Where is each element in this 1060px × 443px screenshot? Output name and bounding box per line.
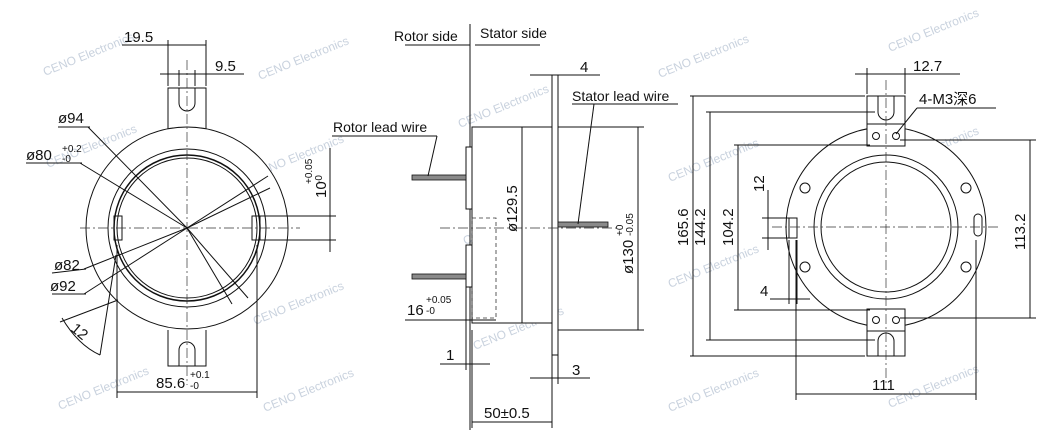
angle-arc xyxy=(61,317,101,356)
top-tab xyxy=(866,95,906,135)
watermark: CENO Electronics xyxy=(886,6,981,55)
watermark: CENO Electronics xyxy=(256,34,351,83)
rotor-lead-wire xyxy=(411,273,467,280)
leader-d80 xyxy=(79,162,188,229)
leader-d92 xyxy=(83,227,188,295)
dim-d82: ø82 xyxy=(54,257,80,274)
underline xyxy=(51,268,87,274)
dim-h10-tol-up: +0.05 xyxy=(304,158,315,184)
dim-holes: 4-M3深6 xyxy=(919,91,977,108)
dim-16-tol-up: +0.05 xyxy=(426,295,452,306)
dim-d80-tol-up: +0.2 xyxy=(62,144,82,155)
dim-length-50: 50±0.5 xyxy=(484,405,530,422)
dim-h12: 12 xyxy=(751,175,768,192)
dim-d80: ø80 xyxy=(26,147,52,164)
dim-t4: 4 xyxy=(580,59,588,76)
watermark: CENO Electronics xyxy=(41,30,136,79)
m3-hole xyxy=(872,316,880,324)
rotor-wire-mount xyxy=(465,146,473,210)
rotor-lead-wire xyxy=(411,174,467,181)
dim-d92: ø92 xyxy=(50,278,76,295)
stator-lead-wire xyxy=(557,221,609,228)
angle-ext xyxy=(59,299,119,323)
dim-d129: ø129.5 xyxy=(504,185,521,232)
dim-d130-tol-up: +0 xyxy=(615,224,626,236)
dim-h1442: 144.2 xyxy=(692,208,709,246)
m3-hole xyxy=(892,132,900,140)
dim-16: 16 xyxy=(407,302,424,319)
dim-h4: 4 xyxy=(760,283,768,300)
dim-16-tol-lo: -0 xyxy=(426,306,435,317)
watermark: CENO Electronics xyxy=(886,362,981,411)
stator-side-label: Stator side xyxy=(480,25,547,41)
mount-hole xyxy=(799,261,811,273)
dim-d130-tol-lo: -0.05 xyxy=(625,213,636,236)
dim-bottom-tol-lo: -0 xyxy=(190,381,199,392)
middle-view: Rotor side Stator side Rotor lead wire S… xyxy=(332,24,678,430)
dim-bottom-tol-up: +0.1 xyxy=(190,370,210,381)
stator-lead-label: Stator lead wire xyxy=(572,88,669,104)
stator-lead-leader xyxy=(577,103,595,225)
side-slot-right xyxy=(973,213,983,237)
dim-slot-width: 9.5 xyxy=(215,58,236,75)
dim-h10: 10 xyxy=(313,181,330,198)
rotor-lead-label: Rotor lead wire xyxy=(333,119,427,135)
m3-hole xyxy=(872,132,880,140)
watermark: CENO Electronics xyxy=(666,366,761,415)
dim-d94: ø94 xyxy=(58,110,84,127)
hole-leader xyxy=(895,107,918,135)
mount-hole xyxy=(960,182,972,194)
rotor-wire-mount xyxy=(465,244,473,288)
slip-ring-body xyxy=(471,126,553,324)
mount-hole xyxy=(799,182,811,194)
dim-d130: ø130 xyxy=(620,240,637,274)
dim-angle-12: 12 xyxy=(67,320,91,344)
dim-bottom-width: 85.6 xyxy=(156,375,185,392)
radial-line xyxy=(186,175,269,229)
m3-hole xyxy=(892,316,900,324)
stator-flange xyxy=(551,74,559,356)
leader-d94 xyxy=(87,126,188,229)
dim-w111: 111 xyxy=(872,377,895,394)
dim-three: 3 xyxy=(572,362,580,379)
dim-w127: 12.7 xyxy=(913,58,942,75)
rotor-lead-leader xyxy=(427,135,438,177)
dim-top-width: 19.5 xyxy=(124,29,153,46)
radial-line xyxy=(186,187,271,229)
dim-h1132: 113.2 xyxy=(1012,214,1029,250)
dim-one: 1 xyxy=(446,347,454,364)
leader-d82 xyxy=(83,227,188,270)
right-view: 12.7 4-M3深6 165.6 144.2 104.2 12 4 1 xyxy=(675,58,1036,400)
watermark: CENO Electronics xyxy=(56,364,151,413)
dim-h1656: 165.6 xyxy=(675,208,692,246)
rotor-side-label: Rotor side xyxy=(394,28,458,44)
watermark: CENO Electronics xyxy=(261,366,356,415)
watermark: CENO Electronics xyxy=(666,136,761,185)
dim-h10-tol-lo: -0 xyxy=(314,175,325,184)
left-view: 19.5 9.5 ø94 ø80 +0.2 -0 ø82 ø92 12 10 +… xyxy=(26,29,336,398)
watermark: CENO Electronics xyxy=(656,32,751,81)
mount-hole xyxy=(960,261,972,273)
radial-line xyxy=(186,227,249,299)
angle-ext xyxy=(99,254,117,356)
dim-h1042: 104.2 xyxy=(720,208,737,246)
watermark: CENO Electronics xyxy=(666,242,761,291)
radial-line xyxy=(186,227,233,305)
bottom-slot xyxy=(178,341,196,366)
dim-d80-tol-lo: -0 xyxy=(62,154,71,165)
